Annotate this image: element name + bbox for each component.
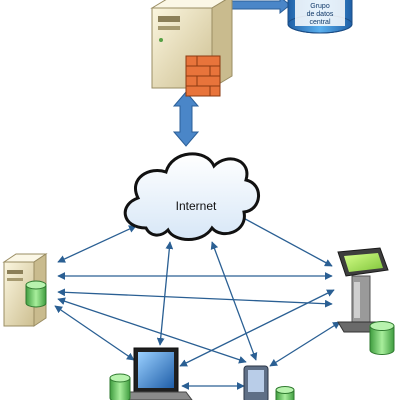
link-server-laptop — [54, 305, 135, 361]
database-label-line-1: Grupo — [310, 3, 330, 10]
cloud-label: Internet — [176, 199, 217, 213]
kiosk-icon — [337, 247, 389, 333]
link-laptop-kiosk — [179, 289, 335, 367]
pda-icon — [243, 365, 269, 400]
internet-cloud: Internet — [123, 152, 260, 241]
pda — [243, 365, 295, 400]
left-server-drive-2 — [7, 278, 23, 281]
database-label-line-3: central — [309, 19, 330, 26]
link-cloud-laptop — [156, 241, 174, 346]
central-database: Grupo de datos central — [287, 0, 353, 34]
database-icon — [275, 386, 295, 400]
laptop-icon — [119, 347, 193, 400]
server-drive-bay-2 — [158, 26, 180, 30]
database-icon — [25, 280, 47, 308]
database-icon — [109, 373, 131, 400]
database-label-line-2: de datos — [307, 11, 334, 18]
database-icon — [369, 321, 395, 355]
left-server — [2, 253, 48, 327]
link-cloud-kiosk — [235, 213, 333, 267]
connections — [54, 213, 341, 390]
firewall-icon — [185, 55, 221, 97]
kiosk — [337, 247, 395, 355]
database-label-panel — [295, 0, 345, 26]
cloud-icon — [123, 152, 260, 241]
link-server-cloud — [57, 225, 137, 263]
server-power-led — [159, 38, 163, 42]
link-pda-kiosk — [269, 321, 341, 367]
laptop — [109, 347, 193, 400]
server-drive-bay — [158, 16, 180, 22]
link-server-kiosk-lower — [57, 288, 333, 308]
central-server — [150, 0, 233, 97]
thick-arrow-server-cloud — [172, 91, 200, 147]
left-server-drive — [7, 270, 23, 274]
